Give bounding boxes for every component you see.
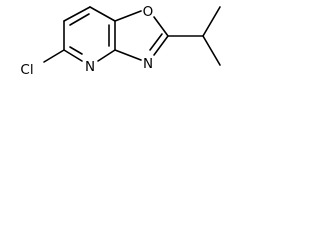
bond-c7-c6 xyxy=(63,6,91,22)
bond-ch-ch3-bottom xyxy=(202,35,221,66)
bond-ch-ch3-top xyxy=(202,6,221,37)
bond-o1-c2 xyxy=(153,16,169,37)
bond-c5-n4-inner xyxy=(69,46,83,55)
bond-c2-n3-inner xyxy=(149,33,163,51)
bond-c7a-o1 xyxy=(114,10,142,22)
bond-c5-cl xyxy=(43,49,65,63)
bond-n4-c3a xyxy=(97,49,116,62)
bond-c2-n3 xyxy=(153,35,169,56)
atom-label-n-oxazole: N xyxy=(143,56,153,72)
bond-c7-c6-inner xyxy=(69,13,90,26)
pyridine-ring xyxy=(63,6,116,62)
chemical-structure-diagram: Cl N N O xyxy=(20,4,221,78)
atom-label-cl: Cl xyxy=(20,62,33,78)
bond-c7a-c7 xyxy=(89,6,116,22)
isopropyl-group xyxy=(167,6,221,66)
atom-label-o-oxazole: O xyxy=(143,4,154,20)
bond-n3-c3a xyxy=(114,49,142,61)
atom-label-n-pyridine: N xyxy=(85,59,95,75)
oxazole-ring xyxy=(114,10,169,61)
bond-c5-n4 xyxy=(63,49,83,62)
